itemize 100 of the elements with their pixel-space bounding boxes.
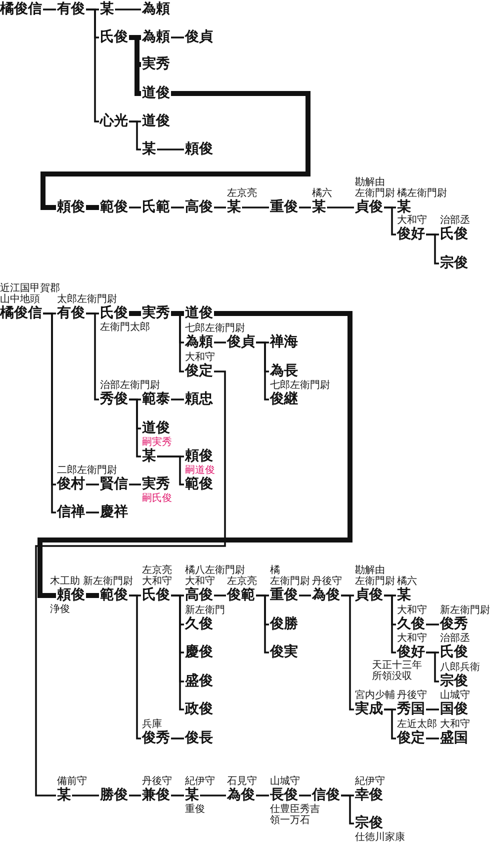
person-name: 範俊 <box>185 476 213 493</box>
title-label: 大和守 <box>185 576 215 587</box>
person-name: 道俊 <box>142 420 170 436</box>
person-name: 為頼 <box>142 1 170 18</box>
connector-line <box>171 398 184 400</box>
title-label: 左衛門尉 <box>270 576 310 587</box>
connector-line <box>384 594 396 654</box>
title-label: 紀伊守 <box>355 776 385 787</box>
connector-line <box>115 8 141 10</box>
title-label: 左近太郎 <box>397 719 437 730</box>
note-label: 領一万石 <box>270 815 310 826</box>
title-label: 治部丞 <box>440 215 470 226</box>
person-name: 為頼 <box>185 334 213 351</box>
person-name: 頼俊 <box>185 448 213 465</box>
connector-line <box>86 8 99 122</box>
connector-line <box>214 342 226 344</box>
person-name: 頼俊 <box>57 587 85 604</box>
person-name: 久俊 <box>397 616 425 632</box>
connector-line <box>384 708 396 740</box>
connector-line <box>129 484 141 486</box>
note-label: 浄俊 <box>50 604 70 615</box>
title-label: 紀伊守 <box>185 776 215 787</box>
person-name: 盛国 <box>440 730 468 747</box>
title-label: 二郎左衛門尉 <box>57 465 117 476</box>
person-name: 頼俊 <box>185 141 213 158</box>
person-name: 信禅 <box>57 504 85 521</box>
title-label: 丹後守 <box>312 576 342 587</box>
person-name: 国俊 <box>440 701 468 718</box>
person-name: 俊好 <box>397 644 425 660</box>
connector-line <box>384 206 396 236</box>
person-name: 実秀 <box>142 476 170 492</box>
person-name: 氏俊 <box>440 226 468 243</box>
title-label: 勘解由 <box>355 177 385 188</box>
person-name: 幸俊 <box>355 787 383 804</box>
title-label: 橘六 <box>397 576 417 587</box>
connector-line <box>214 206 226 208</box>
title-label: 左京亮 <box>227 188 257 199</box>
person-name: 宗俊 <box>355 815 383 832</box>
double-line <box>129 311 141 316</box>
person-name: 信俊 <box>312 787 340 804</box>
person-name: 宗俊 <box>440 255 468 272</box>
connector-line <box>86 512 99 514</box>
person-name: 道俊 <box>142 113 170 130</box>
person-name: 宗俊 <box>440 673 468 690</box>
connector-line <box>157 456 184 486</box>
connector-line <box>171 738 184 740</box>
title-label: 兵庫 <box>142 719 162 730</box>
person-name: 道俊 <box>142 85 170 102</box>
connector-line <box>299 594 311 596</box>
connector-line <box>327 206 354 208</box>
person-name: 心光 <box>100 113 128 130</box>
note-label: 仕豊臣秀吉 <box>270 804 320 815</box>
note-label: 重俊 <box>185 804 205 815</box>
connector-line <box>86 312 99 400</box>
person-name: 俊貞 <box>185 29 213 46</box>
connector-line <box>341 794 354 824</box>
connector-line <box>171 594 184 710</box>
title-label: 大和守 <box>397 605 427 616</box>
connector-line <box>129 794 141 796</box>
person-name: 為俊 <box>312 587 340 604</box>
person-name: 政俊 <box>185 701 213 718</box>
connector-line <box>171 794 184 796</box>
connector-line <box>72 794 99 796</box>
person-name: 某 <box>185 787 199 804</box>
connector-line <box>426 234 439 264</box>
connector-line <box>426 624 439 626</box>
person-name: 実成 <box>355 701 383 718</box>
title-label: 備前守 <box>57 776 87 787</box>
person-name: 氏俊 <box>440 644 468 661</box>
title-label: 左京亮 <box>142 565 172 576</box>
person-name: 某 <box>142 141 156 158</box>
title-label: 橘左衛門尉 <box>397 188 447 199</box>
heir-note: 嗣実秀 <box>142 437 172 448</box>
person-name: 俊秀 <box>440 616 468 632</box>
person-name: 某 <box>142 448 156 465</box>
person-name: 貞俊 <box>355 587 383 604</box>
title-label: 橘六 <box>312 188 332 199</box>
title-label: 新左衛門尉 <box>440 605 490 616</box>
title-label: 宮内少輔 <box>355 690 395 701</box>
person-name: 有俊 <box>57 305 85 322</box>
connector-line <box>242 206 269 208</box>
title-label: 新左衛門尉 <box>83 576 133 587</box>
person-name: 実秀 <box>142 305 170 322</box>
person-name: 範泰 <box>142 391 170 408</box>
person-name: 賢信 <box>100 476 128 493</box>
person-name: 盛俊 <box>185 673 213 690</box>
person-name: 貞俊 <box>355 199 383 216</box>
connector-line <box>426 708 439 710</box>
connector-line <box>171 36 184 38</box>
person-name: 俊範 <box>227 587 255 604</box>
person-name: 慶祥 <box>100 504 128 521</box>
person-name: 某 <box>312 199 326 216</box>
person-name: 高俊 <box>185 199 213 216</box>
title-label: 大和守 <box>397 215 427 226</box>
connector-line <box>256 342 269 400</box>
person-name: 頼俊 <box>57 199 85 216</box>
double-line <box>86 205 99 210</box>
title-label: 八郎兵衛 <box>440 662 480 673</box>
person-name: 兼俊 <box>142 787 170 804</box>
person-name: 道俊 <box>185 305 213 322</box>
